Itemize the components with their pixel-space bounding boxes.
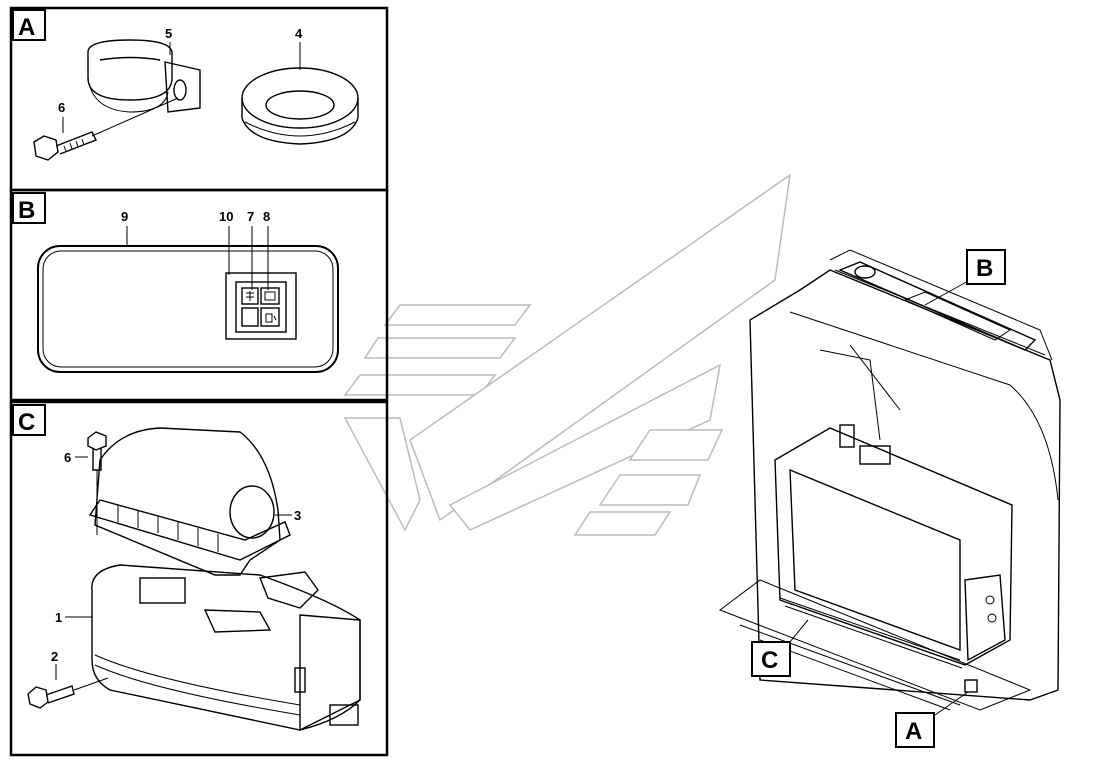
callout-a-4: 4 (295, 26, 303, 41)
panel-b-letter: B (18, 197, 35, 224)
svg-text:C: C (761, 647, 778, 674)
callout-c-2: 2 (51, 649, 58, 664)
callout-c-3: 3 (294, 508, 301, 523)
panel-b: B 9 10 7 8 (9, 188, 389, 402)
callout-box-c: C (751, 619, 809, 677)
panel-a: A 5 4 6 (9, 6, 389, 192)
callout-c-6: 6 (64, 450, 71, 465)
panel-c-letter: C (18, 409, 35, 436)
bolt-part (33, 97, 179, 161)
control-panel (37, 245, 339, 373)
callout-b-7: 7 (247, 209, 254, 224)
callout-a-5: 5 (165, 26, 172, 41)
indicator-lamp (260, 287, 280, 305)
watermark-logo (343, 173, 791, 536)
panel-a-letter: A (18, 14, 35, 41)
heater-cover (88, 427, 291, 576)
bolt-c-bottom (27, 677, 109, 709)
callout-b-9: 9 (121, 209, 128, 224)
grommet-part (241, 67, 359, 145)
callout-a-6: 6 (58, 100, 65, 115)
callout-b-8: 8 (263, 209, 270, 224)
svg-text:B: B (976, 255, 993, 282)
svg-text:A: A (905, 718, 922, 745)
fuel-gauge-icon (260, 307, 280, 327)
callout-box-a: A (895, 691, 969, 748)
panel-c: C 6 (9, 400, 389, 757)
callout-box-b: B (924, 249, 1006, 306)
clamp-part (87, 39, 201, 113)
callout-c-1: 1 (55, 610, 62, 625)
bolt-c-top (87, 431, 107, 535)
callout-b-10: 10 (219, 209, 233, 224)
switch-button (241, 287, 259, 305)
cab-assembly-view (718, 249, 1061, 711)
heater-unit (91, 564, 361, 732)
